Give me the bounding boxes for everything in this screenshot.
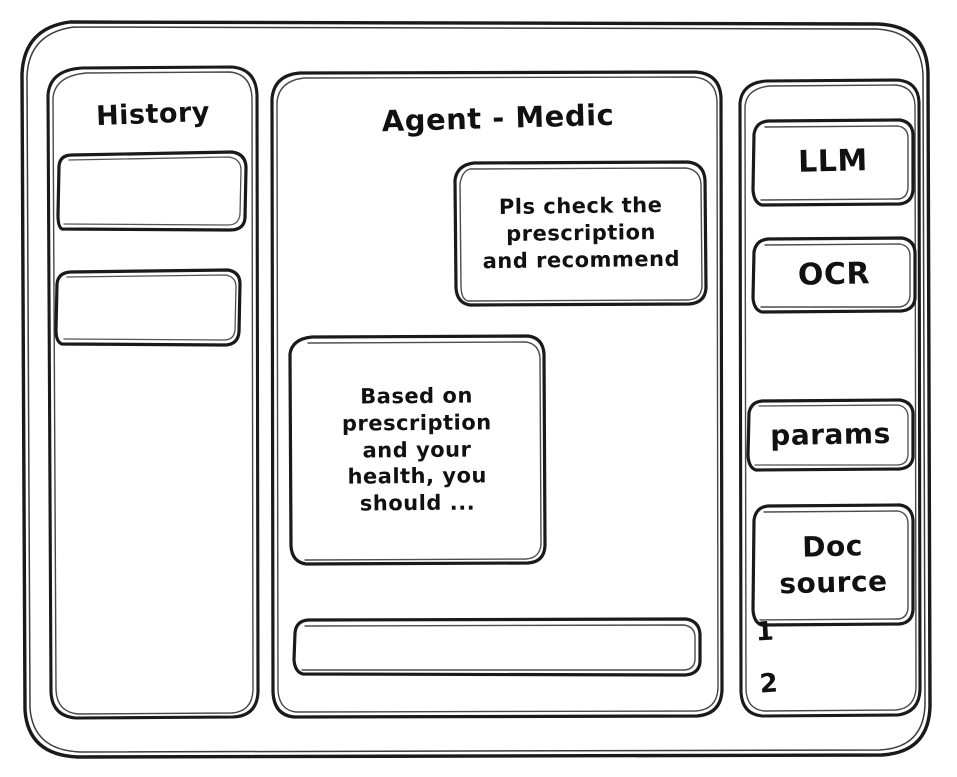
assistant-message-text: Based on prescription and your health, y… — [341, 383, 492, 516]
tool-button-params-label: params — [769, 417, 892, 453]
history-item[interactable] — [56, 270, 240, 346]
tool-button-ocr-label: OCR — [797, 256, 871, 293]
doc-source-ref-2[interactable]: 2 — [758, 668, 780, 700]
history-title: History — [95, 96, 211, 132]
message-input[interactable] — [294, 619, 700, 674]
tool-button-llm-label: LLM — [797, 143, 869, 181]
tool-button-doc-source-label: Doc source — [778, 529, 888, 601]
doc-source-ref-1[interactable]: 1 — [754, 616, 776, 648]
user-message-text: Pls check the prescription and recommend — [482, 193, 681, 274]
history-item[interactable] — [58, 152, 246, 230]
